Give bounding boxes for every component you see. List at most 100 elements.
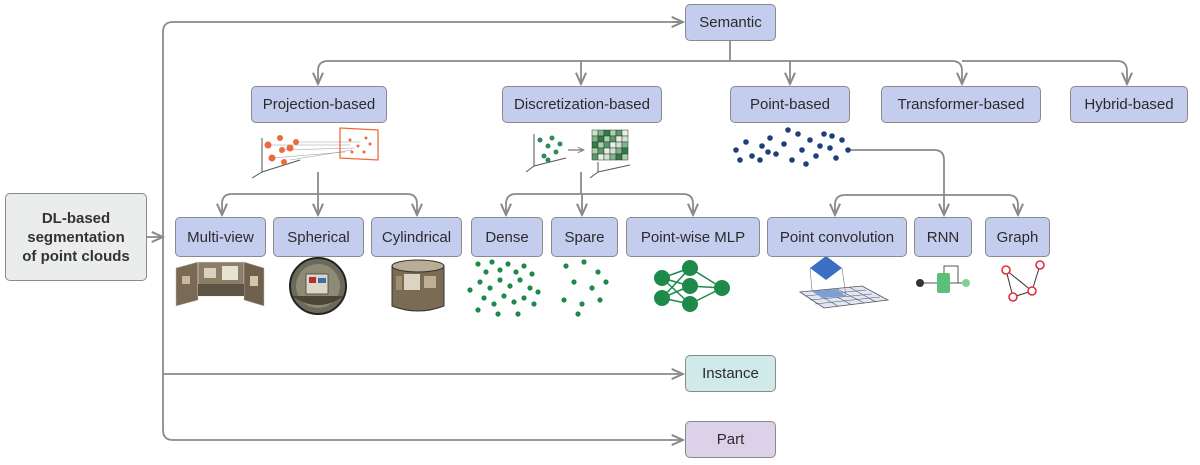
point-dot (807, 137, 813, 143)
point-dot (757, 157, 763, 163)
root-line-2: segmentation (27, 228, 125, 246)
point-dot (589, 285, 595, 291)
point-dot (527, 285, 533, 291)
voxel-cell (603, 129, 611, 137)
point-dot (765, 149, 771, 155)
voxel-cell (603, 141, 611, 149)
voxel-cell (591, 153, 599, 161)
voxel-cell (615, 141, 623, 149)
discretization-icon (525, 129, 631, 179)
voxel-cell (615, 147, 623, 155)
point-dot (501, 293, 507, 299)
voxel-cell (597, 129, 605, 137)
voxel-cell (603, 135, 611, 143)
point-dot (575, 311, 581, 317)
voxel-cell (621, 135, 629, 143)
voxel-cell (615, 129, 623, 137)
point-dot (489, 259, 495, 265)
voxel-cell (597, 135, 605, 143)
point-dot (481, 295, 487, 301)
mlp-icon (654, 260, 730, 312)
pointwise-mlp-node: Point-wise MLP (626, 217, 760, 257)
point-based-icon (733, 127, 851, 167)
point-dot (597, 297, 603, 303)
voxel-cell (603, 153, 611, 161)
semantic-node: Semantic (685, 4, 776, 41)
point-dot (581, 259, 587, 265)
point-dot (845, 147, 851, 153)
point-dot (497, 277, 503, 283)
point-dot (477, 279, 483, 285)
voxel-cell (591, 147, 599, 155)
point-dot (521, 263, 527, 269)
task-spine-vertical (162, 32, 683, 440)
point-dot (827, 145, 833, 151)
point-dot (817, 143, 823, 149)
point-bus (834, 194, 1019, 206)
point-convolution-node: Point convolution (767, 217, 907, 257)
root-line-3: of point clouds (22, 247, 130, 265)
point-dot (821, 131, 827, 137)
rnn-node: RNN (914, 217, 972, 257)
voxel-cell (609, 135, 617, 143)
projection-icon (251, 127, 379, 179)
voxel-cell (609, 153, 617, 161)
point-dot (511, 299, 517, 305)
point-dot (535, 289, 541, 295)
hybrid-node: Hybrid-based (1070, 86, 1188, 123)
voxel-cell (621, 147, 629, 155)
point-dot (829, 133, 835, 139)
point-branch (850, 149, 945, 195)
spare-icon (561, 259, 609, 317)
instance-node: Instance (685, 355, 776, 392)
point-dot (515, 311, 521, 317)
task-spine (162, 21, 683, 33)
part-node: Part (685, 421, 776, 458)
discretization-bus (505, 193, 694, 205)
point-dot (737, 157, 743, 163)
hybrid-bus (962, 60, 1127, 84)
point-dot (491, 301, 497, 307)
voxel-cell (621, 129, 629, 137)
point-dot (839, 137, 845, 143)
cylindrical-icon (391, 259, 445, 312)
voxel-cell (615, 153, 623, 161)
point-dot (513, 269, 519, 275)
projection-node: Projection-based (251, 86, 387, 123)
point-dot (595, 269, 601, 275)
voxel-cell (615, 135, 623, 143)
point-dot (571, 279, 577, 285)
voxel-cell (621, 141, 629, 149)
point-dot (495, 311, 501, 317)
projection-bus (221, 193, 418, 205)
voxel-cell (603, 147, 611, 155)
point-dot (733, 147, 739, 153)
multiview-node: Multi-view (175, 217, 266, 257)
root-node: DL-based segmentation of point clouds (5, 193, 147, 281)
dense-node: Dense (471, 217, 543, 257)
point-dot (749, 153, 755, 159)
point-dot (563, 263, 569, 269)
point-dot (813, 153, 819, 159)
point-dot (759, 143, 765, 149)
voxel-cell (591, 141, 599, 149)
voxel-cell (597, 147, 605, 155)
point-dot (743, 139, 749, 145)
point-dot (781, 141, 787, 147)
voxel-cell (591, 135, 599, 143)
dense-icon (467, 259, 541, 317)
point-dot (603, 279, 609, 285)
transformer-node: Transformer-based (881, 86, 1041, 123)
voxel-cell (621, 153, 629, 161)
voxel-cell (591, 129, 599, 137)
point-dot (789, 157, 795, 163)
rnn-icon (916, 265, 970, 293)
spherical-icon (289, 257, 347, 315)
point-dot (795, 131, 801, 137)
root-line-1: DL-based (41, 209, 111, 227)
point-dot (475, 307, 481, 313)
connectors (147, 22, 1127, 440)
point-dot (799, 147, 805, 153)
multiview-icon (175, 261, 265, 307)
category-bus (317, 60, 963, 72)
